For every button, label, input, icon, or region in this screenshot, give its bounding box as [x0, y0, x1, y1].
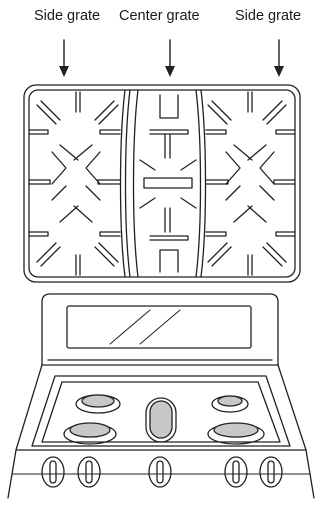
burner-rear-right	[212, 396, 248, 412]
knob-2	[78, 457, 100, 487]
knob-1	[42, 457, 64, 487]
knob-5	[260, 457, 282, 487]
stove	[8, 294, 314, 498]
burner-front-right	[208, 423, 264, 444]
arrow-center	[165, 40, 175, 77]
arrow-right	[274, 40, 284, 77]
burner-rear-left	[76, 395, 120, 413]
burner-center-oval	[146, 398, 176, 442]
center-grate	[134, 90, 206, 277]
grates	[24, 85, 300, 282]
backguard-display	[67, 306, 251, 348]
burner-front-left	[64, 423, 116, 444]
side-grate-right	[206, 92, 295, 275]
knob-3	[149, 457, 171, 487]
knob-4	[225, 457, 247, 487]
side-grate-left	[29, 90, 130, 277]
arrow-left	[59, 40, 69, 77]
